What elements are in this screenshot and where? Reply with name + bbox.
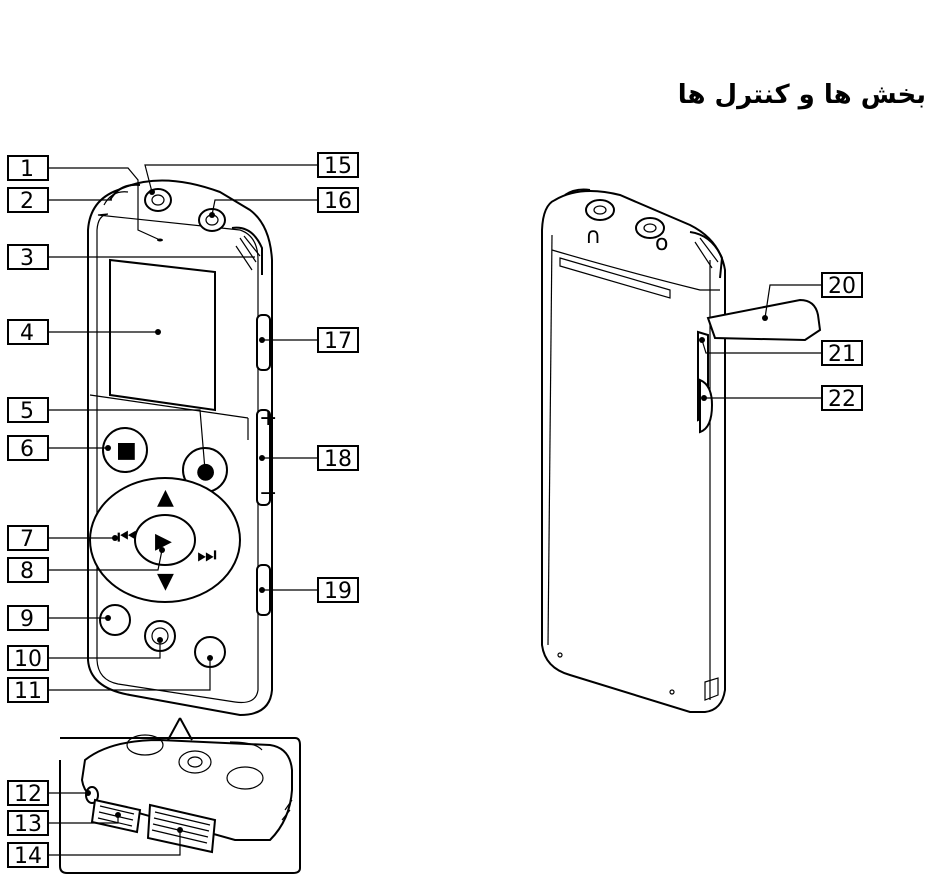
svg-text:2: 2	[20, 189, 34, 214]
callout-21: 21	[821, 340, 863, 367]
callout-9: 9	[7, 605, 49, 632]
callout-7: 7	[7, 525, 49, 552]
callout-4: 4	[7, 319, 49, 346]
svg-text:10: 10	[14, 647, 42, 672]
callout-17: 17	[317, 327, 359, 354]
volume-plus-symbol: +	[259, 406, 277, 431]
callout-10: 10	[7, 645, 49, 672]
page-title: بخش ها و کنترل ها	[677, 80, 926, 110]
callout-11: 11	[7, 677, 49, 704]
svg-text:20: 20	[828, 274, 856, 299]
callout-2: 2	[7, 187, 49, 214]
callout-20: 20	[821, 272, 863, 299]
leader-lines	[48, 164, 822, 856]
stop-symbol: ■	[116, 438, 137, 463]
down-symbol: ▼	[157, 569, 174, 594]
svg-text:5: 5	[20, 399, 34, 424]
svg-text:9: 9	[20, 607, 34, 632]
svg-text:11: 11	[14, 679, 42, 704]
svg-text:4: 4	[20, 321, 34, 346]
svg-text:6: 6	[20, 437, 34, 462]
side-device: ∩ o	[541, 188, 822, 713]
stop-button[interactable]	[102, 427, 148, 473]
svg-text:21: 21	[828, 342, 856, 367]
svg-text:18: 18	[324, 447, 352, 472]
mic-jack[interactable]	[198, 208, 226, 232]
svg-text:∩: ∩	[585, 224, 601, 249]
callout-18: 18	[317, 445, 359, 472]
svg-text:14: 14	[14, 844, 42, 869]
callout-19: 19	[317, 577, 359, 604]
back-home-button[interactable]	[99, 604, 131, 636]
callout-3: 3	[7, 244, 49, 271]
prev-symbol: ⏮	[117, 525, 137, 550]
callout-22: 22	[821, 385, 863, 412]
callout-16: 16	[317, 187, 359, 214]
svg-text:16: 16	[324, 189, 352, 214]
side-device-body	[541, 190, 726, 713]
svg-text:22: 22	[828, 387, 856, 412]
svg-text:17: 17	[324, 329, 352, 354]
play-button[interactable]	[134, 514, 196, 566]
svg-text:12: 12	[14, 782, 42, 807]
svg-text:15: 15	[324, 154, 352, 179]
callout-12: 12	[7, 780, 49, 807]
callout-14: 14	[7, 842, 49, 869]
front-device-body	[87, 179, 273, 717]
svg-text:19: 19	[324, 579, 352, 604]
display-window	[109, 258, 216, 412]
callout-13: 13	[7, 810, 49, 837]
callout-6: 6	[7, 435, 49, 462]
callout-1: 1	[7, 155, 49, 182]
callout-boxes: 1 2 3 4 5 6 7 8 9 10 11 12 13 14 15 16 1…	[7, 152, 863, 869]
callout-15: 15	[317, 152, 359, 179]
volume-minus-symbol: −	[259, 481, 277, 506]
up-symbol: ▲	[157, 485, 174, 510]
svg-text:3: 3	[20, 246, 34, 271]
svg-text:8: 8	[20, 559, 34, 584]
play-symbol: ▶	[155, 529, 172, 554]
svg-text:o: o	[655, 231, 668, 256]
next-symbol: ⏭	[197, 543, 217, 568]
microsd-slot-side[interactable]	[699, 378, 714, 434]
front-device: ■ ● ▶ ▲ ▼ ⏮ ⏭	[87, 179, 273, 741]
svg-text:7: 7	[20, 527, 34, 552]
callout-8: 8	[7, 557, 49, 584]
svg-text:13: 13	[14, 812, 42, 837]
headphone-jack[interactable]	[144, 188, 172, 212]
svg-text:1: 1	[20, 157, 34, 182]
callout-5: 5	[7, 397, 49, 424]
